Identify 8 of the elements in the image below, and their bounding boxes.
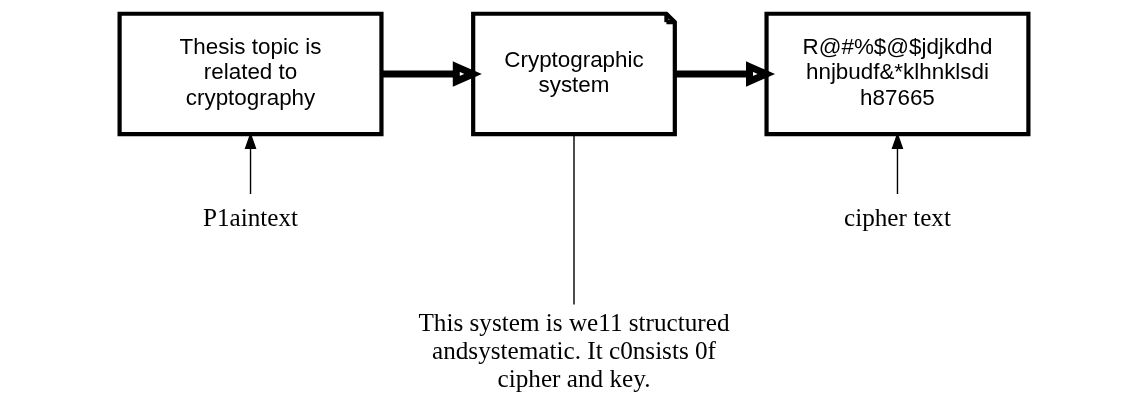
node-text: This system is we11 structured andsystematic. It c0nsists 0f cipher and key. [417, 308, 730, 392]
connector [572, 133, 575, 306]
node-text: cipher text [843, 203, 951, 231]
node-box: Thesis topic is related to cryptography [117, 11, 384, 137]
node-box: R@#%$@$jdjkdhd hnjbudf&*klhnklsdi h87665 [763, 11, 1030, 137]
arrow [674, 61, 775, 87]
arrow [381, 61, 482, 87]
node-text: P1aintext [202, 203, 298, 231]
